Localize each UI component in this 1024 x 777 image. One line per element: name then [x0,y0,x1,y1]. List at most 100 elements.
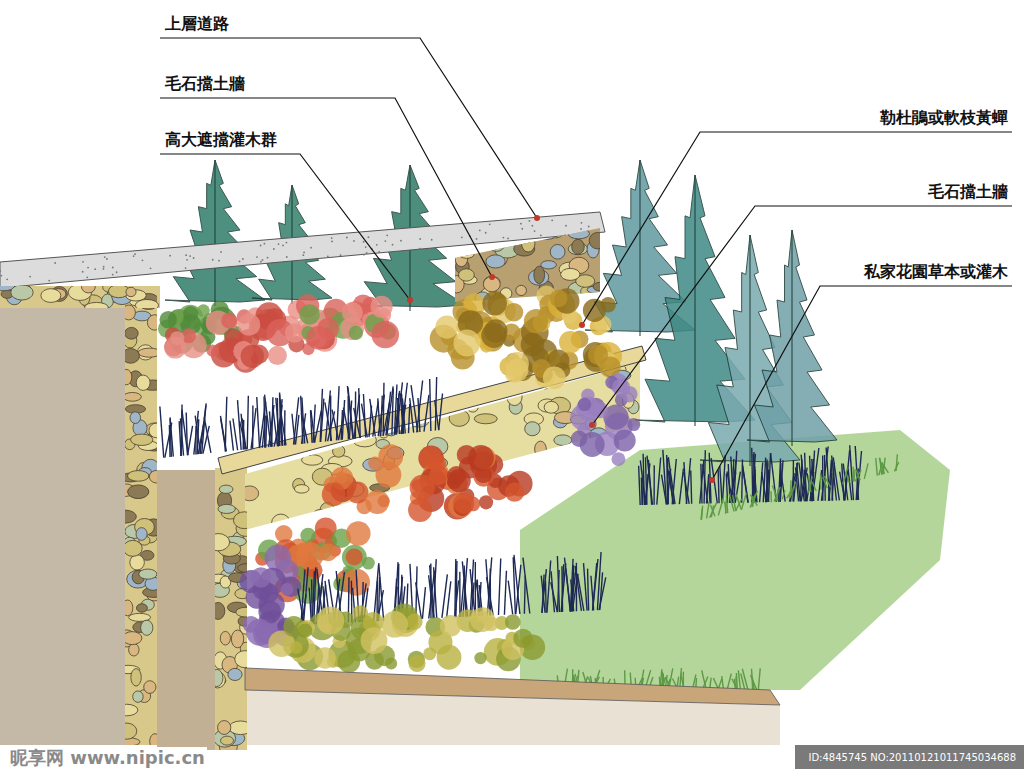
grass-blade [880,458,882,475]
stone [428,360,444,376]
stone [127,471,148,482]
road-dot [278,243,280,245]
grass-blade [832,456,837,501]
shrub-blob [457,445,477,465]
road-dot [376,244,378,246]
road-dot [503,237,505,239]
road-dot [103,268,105,270]
stone [549,228,563,238]
stone [378,356,396,371]
callout-label: 毛石擋土牆 [163,74,247,94]
stone [235,432,259,442]
shrub-blob [371,296,393,318]
grass-blade [442,574,447,618]
grass-blade [354,395,360,439]
grass-blade [643,454,644,505]
shrub-blob [571,431,587,447]
grass-blade [188,426,193,455]
road-dot [260,261,262,263]
stone [131,434,153,445]
grass-blade [251,408,256,449]
grass-blade [593,559,598,610]
road-dot [479,230,481,232]
shrub-blob [300,528,316,544]
stone [237,564,247,573]
callout-label: 私家花園草本或灌木 [862,262,1010,282]
stone [525,422,540,436]
grass-blade [561,566,563,612]
shrub-blob [408,655,425,672]
road-dot [580,228,582,230]
leader-dot [579,322,585,328]
grass-blade [752,496,754,507]
road-dot [169,255,171,257]
grass-blade [829,460,832,501]
leader-line [712,286,1012,480]
callout-label: 勒杜鵑或軟枝黃蟬 [878,108,1010,128]
road-dot [193,257,195,259]
grass-blade [284,410,286,445]
road-dot [386,234,388,236]
grass-blade [179,421,181,456]
shrub-blob [482,291,507,316]
grass-blade [848,469,852,500]
stone [228,668,242,680]
stone [125,392,141,401]
shrub-blob [335,472,347,484]
road-dot [87,267,89,269]
stone [294,485,309,493]
grass-blade [429,571,435,619]
road-dot [86,276,88,278]
grass-blade [508,581,512,615]
stone [138,348,157,357]
grass-blade [799,462,804,501]
shrub-blob [559,331,582,354]
stone [81,286,95,293]
stone [125,369,132,384]
road-dot [133,255,135,257]
stone [215,669,223,686]
shrub-blob [375,462,401,488]
road-dot [6,278,8,280]
grass-blade [296,415,299,445]
grass-blade [718,498,723,516]
stone [149,470,157,483]
road-dot [267,257,269,259]
grass-blade [789,487,792,497]
grass-blade [439,394,443,431]
grass-blade [247,396,248,450]
stone [478,367,495,375]
grass-blade [516,565,521,615]
grass-blade [523,558,530,614]
grass-blade [347,386,353,439]
grass-blade [690,471,692,504]
grass-blade [846,472,849,483]
grass-blade [779,463,781,502]
grass-blade [411,385,418,432]
grass-blade [280,392,283,445]
lawn [520,430,950,690]
grass-blade [200,403,206,454]
grass-blade [760,462,763,502]
grass-blade [338,412,344,440]
leader-line [592,206,1012,425]
grass-blade [233,418,238,450]
stone [41,289,61,303]
road-dot [363,241,365,243]
callout-label: 上層道路 [163,14,231,34]
shrub-blob [627,418,640,431]
grass-blade [387,386,393,435]
shrub-blob [299,304,319,324]
road-dot [242,258,244,260]
grass-blade [429,575,434,618]
stone [126,287,136,296]
stone [568,228,590,238]
grass-blade [238,400,242,450]
stone [396,358,414,371]
stone [405,362,415,374]
grass-blade [160,407,164,458]
stone [402,362,414,379]
shrub-blob [521,333,545,357]
tree-trunk [215,160,216,306]
